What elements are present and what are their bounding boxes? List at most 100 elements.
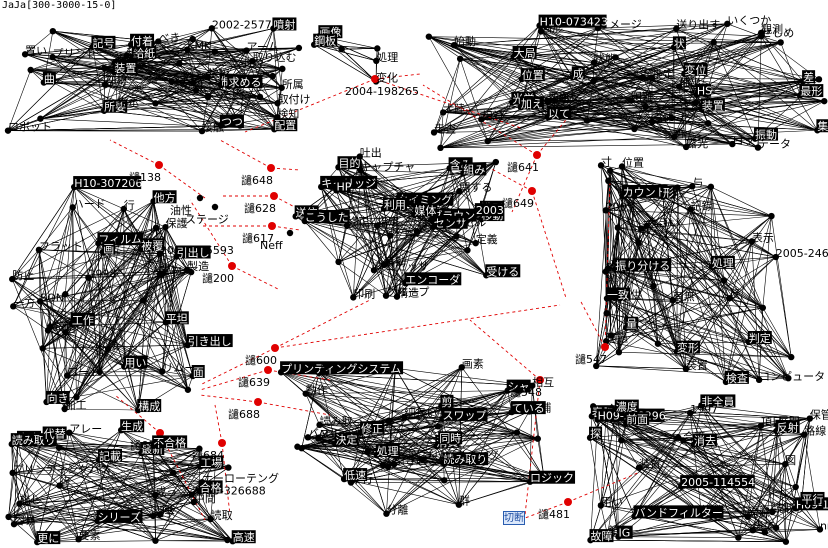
graph-node[interactable] bbox=[9, 275, 16, 283]
graph-node[interactable] bbox=[36, 298, 44, 305]
graph-node[interactable] bbox=[37, 115, 44, 122]
graph-node[interactable] bbox=[782, 538, 790, 545]
graph-node[interactable] bbox=[225, 464, 232, 471]
graph-node[interactable] bbox=[602, 338, 610, 345]
graph-node[interactable] bbox=[155, 38, 162, 45]
graph-node[interactable] bbox=[788, 353, 795, 361]
graph-node[interactable] bbox=[769, 508, 776, 516]
graph-node[interactable] bbox=[639, 74, 646, 81]
link-node[interactable] bbox=[156, 429, 164, 437]
graph-node[interactable] bbox=[604, 265, 612, 272]
graph-node[interactable] bbox=[49, 53, 56, 61]
graph-node[interactable] bbox=[373, 57, 380, 65]
graph-node[interactable] bbox=[680, 437, 687, 444]
graph-node[interactable] bbox=[16, 500, 23, 507]
link-node[interactable] bbox=[268, 222, 276, 230]
graph-node[interactable] bbox=[120, 205, 128, 213]
graph-node[interactable] bbox=[635, 464, 643, 471]
graph-node[interactable] bbox=[806, 415, 813, 422]
graph-node[interactable] bbox=[208, 25, 216, 32]
link-node[interactable] bbox=[264, 366, 272, 374]
graph-node[interactable] bbox=[190, 79, 197, 87]
graph-node[interactable] bbox=[49, 27, 57, 35]
graph-node[interactable] bbox=[379, 461, 387, 469]
graph-node[interactable] bbox=[413, 228, 421, 235]
graph-node[interactable] bbox=[768, 212, 775, 220]
graph-node[interactable] bbox=[243, 47, 250, 54]
graph-node[interactable] bbox=[304, 434, 312, 441]
graph-node[interactable] bbox=[583, 117, 591, 124]
graph-node[interactable] bbox=[643, 222, 651, 229]
graph-node[interactable] bbox=[10, 520, 18, 528]
graph-node[interactable] bbox=[669, 296, 676, 304]
graph-node[interactable] bbox=[387, 232, 394, 239]
graph-node[interactable] bbox=[75, 536, 82, 543]
graph-node[interactable] bbox=[534, 435, 541, 442]
graph-node[interactable] bbox=[607, 332, 615, 339]
graph-node[interactable] bbox=[425, 33, 433, 40]
graph-node[interactable] bbox=[419, 456, 426, 463]
graph-node[interactable] bbox=[294, 443, 301, 450]
graph-node[interactable] bbox=[801, 431, 808, 438]
graph-node[interactable] bbox=[149, 512, 157, 520]
graph-node[interactable] bbox=[638, 225, 645, 232]
graph-node[interactable] bbox=[792, 483, 799, 491]
graph-node[interactable] bbox=[302, 390, 309, 397]
graph-node[interactable] bbox=[39, 345, 46, 352]
graph-node[interactable] bbox=[602, 207, 609, 214]
graph-node[interactable] bbox=[614, 224, 622, 231]
graph-node[interactable] bbox=[654, 340, 662, 347]
graph-node[interactable] bbox=[10, 303, 17, 310]
graph-node[interactable] bbox=[152, 224, 160, 232]
graph-node[interactable] bbox=[757, 422, 765, 429]
graph-node[interactable] bbox=[777, 39, 784, 46]
graph-node[interactable] bbox=[772, 253, 780, 261]
graph-node[interactable] bbox=[69, 204, 76, 211]
graph-node[interactable] bbox=[393, 293, 401, 300]
link-node[interactable] bbox=[564, 498, 572, 506]
graph-node[interactable] bbox=[720, 277, 728, 284]
graph-node[interactable] bbox=[724, 20, 731, 28]
graph-node[interactable] bbox=[755, 376, 763, 384]
graph-node[interactable] bbox=[618, 437, 625, 444]
graph-node[interactable] bbox=[249, 58, 256, 65]
graph-node[interactable] bbox=[190, 498, 198, 506]
graph-node[interactable] bbox=[315, 434, 322, 442]
graph-node[interactable] bbox=[401, 413, 408, 421]
graph-node[interactable] bbox=[726, 295, 733, 302]
graph-node[interactable] bbox=[729, 140, 736, 148]
graph-node[interactable] bbox=[758, 33, 765, 40]
graph-node[interactable] bbox=[35, 246, 43, 254]
graph-node[interactable] bbox=[101, 64, 108, 72]
graph-node[interactable] bbox=[61, 405, 68, 413]
graph-node[interactable] bbox=[590, 59, 598, 66]
graph-node[interactable] bbox=[269, 72, 276, 80]
graph-node[interactable] bbox=[687, 206, 694, 213]
graph-node[interactable] bbox=[152, 537, 159, 544]
graph-node[interactable] bbox=[390, 460, 398, 468]
graph-node[interactable] bbox=[631, 125, 638, 133]
link-node[interactable] bbox=[228, 262, 236, 270]
graph-node[interactable] bbox=[66, 429, 73, 436]
graph-node[interactable] bbox=[682, 365, 690, 373]
graph-node[interactable] bbox=[704, 120, 712, 127]
graph-node[interactable] bbox=[513, 429, 521, 436]
graph-node[interactable] bbox=[211, 48, 219, 55]
graph-node[interactable] bbox=[744, 513, 751, 520]
graph-node[interactable] bbox=[373, 222, 381, 229]
graph-node[interactable] bbox=[192, 86, 200, 94]
graph-node[interactable] bbox=[295, 44, 303, 52]
graph-node[interactable] bbox=[537, 28, 545, 35]
graph-node[interactable] bbox=[162, 223, 169, 231]
graph-node[interactable] bbox=[455, 501, 463, 508]
graph-node[interactable] bbox=[207, 515, 214, 523]
graph-node[interactable] bbox=[686, 409, 694, 417]
graph-node[interactable] bbox=[484, 137, 491, 145]
graph-node[interactable] bbox=[648, 75, 656, 82]
graph-node[interactable] bbox=[816, 526, 824, 533]
graph-node[interactable] bbox=[675, 83, 683, 90]
graph-node[interactable] bbox=[430, 129, 438, 136]
graph-node[interactable] bbox=[785, 374, 792, 382]
graph-node[interactable] bbox=[343, 222, 351, 229]
graph-node[interactable] bbox=[159, 368, 166, 375]
